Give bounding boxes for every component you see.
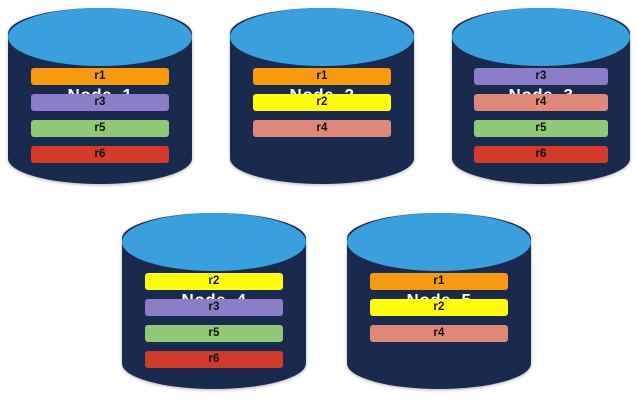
node-cylinder-3[interactable]: Node 3r3r4r5r6 bbox=[452, 8, 630, 184]
replica-bar-r6[interactable]: r6 bbox=[31, 146, 169, 163]
node-cylinder-4[interactable]: Node 4r2r3r5r6 bbox=[122, 213, 306, 389]
replica-list: r1 r2 r4 bbox=[230, 68, 414, 146]
replica-label: r2 bbox=[316, 95, 328, 108]
replica-bar-r5[interactable]: r5 bbox=[474, 120, 608, 137]
cylinder-top-ellipse bbox=[452, 8, 630, 66]
replica-bar-r3[interactable]: r3 bbox=[31, 94, 169, 111]
replica-bar-r2[interactable]: r2 bbox=[145, 273, 283, 290]
replica-bar-r3[interactable]: r3 bbox=[145, 299, 283, 316]
replica-bar-r1[interactable]: r1 bbox=[370, 273, 508, 290]
replica-label: r5 bbox=[208, 326, 220, 339]
replica-bar-r5[interactable]: r5 bbox=[145, 325, 283, 342]
replica-list: r1 r3 r5 r6 bbox=[8, 68, 192, 172]
replica-label: r4 bbox=[535, 95, 547, 108]
replica-bar-r3[interactable]: r3 bbox=[474, 68, 608, 85]
replica-bar-r2[interactable]: r2 bbox=[253, 94, 391, 111]
replica-bar-r2[interactable]: r2 bbox=[370, 299, 508, 316]
replica-bar-r1[interactable]: r1 bbox=[253, 68, 391, 85]
replica-label: r1 bbox=[433, 274, 445, 287]
replica-label: r3 bbox=[94, 95, 106, 108]
cylinder-top-ellipse bbox=[347, 213, 531, 271]
replica-label: r4 bbox=[316, 121, 328, 134]
replica-label: r1 bbox=[316, 69, 328, 82]
replica-bar-r4[interactable]: r4 bbox=[474, 94, 608, 111]
replica-bar-r4[interactable]: r4 bbox=[370, 325, 508, 342]
replica-list: r1 r2 r4 bbox=[347, 273, 531, 351]
replica-label: r6 bbox=[94, 147, 106, 160]
replica-list: r3 r4 r5 r6 bbox=[452, 68, 630, 172]
replica-label: r4 bbox=[433, 326, 445, 339]
replica-bar-r4[interactable]: r4 bbox=[253, 120, 391, 137]
cylinder-top-ellipse bbox=[8, 8, 192, 66]
replica-bar-r5[interactable]: r5 bbox=[31, 120, 169, 137]
replica-label: r3 bbox=[208, 300, 220, 313]
replica-label: r6 bbox=[535, 147, 547, 160]
replica-label: r5 bbox=[535, 121, 547, 134]
replica-label: r2 bbox=[208, 274, 220, 287]
replica-bar-r6[interactable]: r6 bbox=[145, 351, 283, 368]
replica-label: r2 bbox=[433, 300, 445, 313]
replica-label: r5 bbox=[94, 121, 106, 134]
cylinder-top-ellipse bbox=[230, 8, 414, 66]
cylinder-top-ellipse bbox=[122, 213, 306, 271]
node-cylinder-5[interactable]: Node 5r1r2r4 bbox=[347, 213, 531, 389]
replica-label: r6 bbox=[208, 352, 220, 365]
replica-list: r2 r3 r5 r6 bbox=[122, 273, 306, 377]
replica-bar-r6[interactable]: r6 bbox=[474, 146, 608, 163]
replica-bar-r1[interactable]: r1 bbox=[31, 68, 169, 85]
replica-label: r3 bbox=[535, 69, 547, 82]
replica-label: r1 bbox=[94, 69, 106, 82]
node-cylinder-2[interactable]: Node 2r1r2r4 bbox=[230, 8, 414, 184]
node-cylinder-1[interactable]: Node 1r1r3r5r6 bbox=[8, 8, 192, 184]
